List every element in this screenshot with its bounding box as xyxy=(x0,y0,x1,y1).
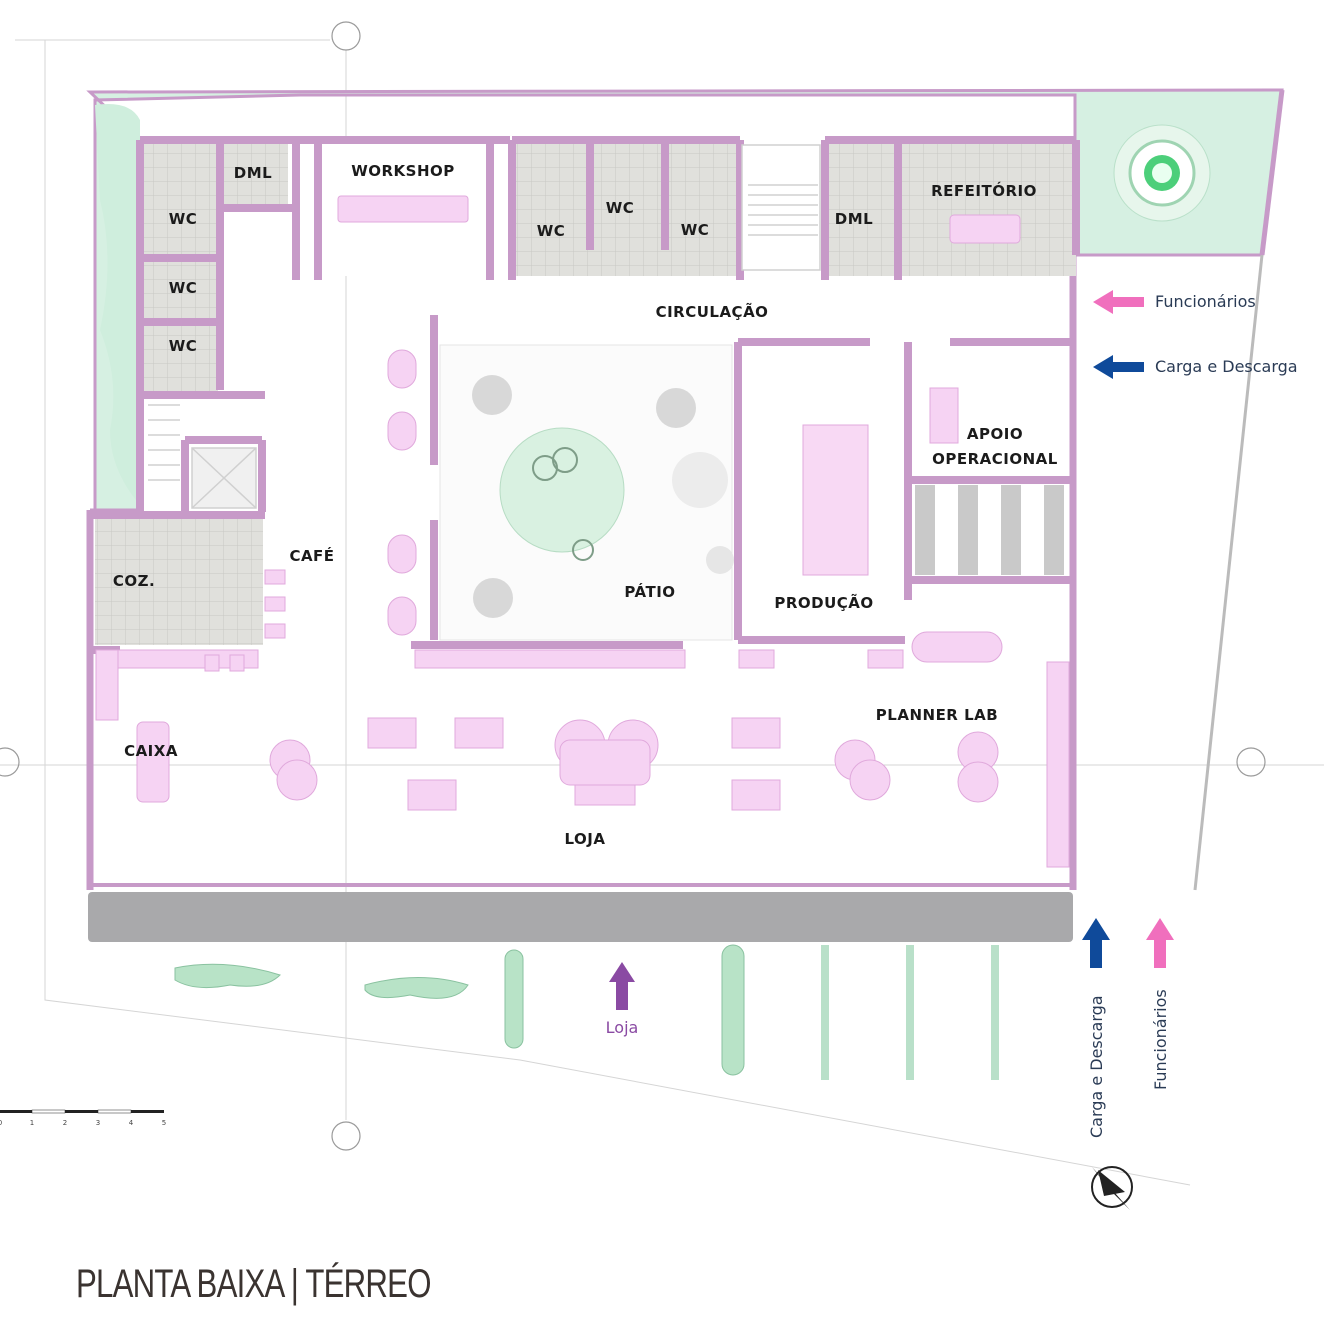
parking-lines xyxy=(821,945,999,1080)
legend-carga-label: Carga e Descarga xyxy=(1155,357,1298,376)
interior-walls xyxy=(90,136,1080,887)
label-loja: LOJA xyxy=(565,830,606,848)
scale-tick: 0 xyxy=(0,1119,2,1127)
exterior-walls xyxy=(86,89,1285,891)
entrance-carga: Carga e Descarga xyxy=(1082,918,1110,1138)
planter-circle xyxy=(1113,124,1211,222)
scale-tick: 3 xyxy=(96,1119,100,1127)
arrow-up-icon xyxy=(1146,918,1174,968)
entrance-loja: Loja xyxy=(606,962,639,1037)
scale-tick: 5 xyxy=(162,1119,166,1127)
sidewalk xyxy=(88,892,1073,942)
entrance-carga-label: Carga e Descarga xyxy=(1087,995,1106,1138)
entrance-funcionarios: Funcionários xyxy=(1146,918,1174,1090)
arrow-up-icon xyxy=(1082,918,1110,968)
scale-tick: 1 xyxy=(30,1119,34,1127)
label-circulacao: CIRCULAÇÃO xyxy=(656,302,769,321)
label-refeitorio: REFEITÓRIO xyxy=(931,181,1037,200)
furniture xyxy=(95,195,1070,868)
label-apoio: APOIO xyxy=(967,425,1023,443)
label-caixa: CAIXA xyxy=(124,742,178,760)
label-wc: WC xyxy=(681,221,710,239)
lockers xyxy=(915,485,1064,575)
arrow-up-icon xyxy=(609,962,635,1010)
legend: Funcionários Carga e Descarga xyxy=(1093,290,1298,379)
scale-tick: 2 xyxy=(63,1119,67,1127)
entrance-loja-label: Loja xyxy=(606,1018,639,1037)
label-cafe: CAFÉ xyxy=(289,546,334,565)
grid-markers xyxy=(0,21,1266,1151)
legend-funcionarios: Funcionários xyxy=(1093,290,1256,314)
stairs xyxy=(148,144,821,509)
label-coz: COZ. xyxy=(113,572,155,590)
room-labels: DML WORKSHOP WC WC WC WC WC WC DML REFEI… xyxy=(113,162,1058,848)
label-wc: WC xyxy=(169,210,198,228)
label-wc: WC xyxy=(169,337,198,355)
scale-tick: 4 xyxy=(129,1119,134,1127)
label-dml-right: DML xyxy=(835,210,873,228)
north-arrow-icon xyxy=(1091,1166,1133,1210)
legend-funcionarios-label: Funcionários xyxy=(1155,292,1256,311)
label-dml-left: DML xyxy=(234,164,272,182)
patio-garden xyxy=(439,344,734,641)
label-planner-lab: PLANNER LAB xyxy=(876,706,998,724)
legend-carga-descarga: Carga e Descarga xyxy=(1093,355,1298,379)
entrance-funcionarios-label: Funcionários xyxy=(1151,989,1170,1090)
label-workshop: WORKSHOP xyxy=(351,162,455,180)
label-wc: WC xyxy=(169,279,198,297)
label-wc: WC xyxy=(606,199,635,217)
label-patio: PÁTIO xyxy=(624,582,675,601)
label-producao: PRODUÇÃO xyxy=(774,593,873,612)
scale-bar: 0 1 2 3 4 5 xyxy=(0,1109,166,1127)
arrow-left-icon xyxy=(1093,355,1144,379)
label-operacional: OPERACIONAL xyxy=(932,450,1058,468)
front-planters xyxy=(174,944,745,1076)
label-wc: WC xyxy=(537,222,566,240)
arrow-left-icon xyxy=(1093,290,1144,314)
sheet-title: PLANTA BAIXA | TÉRREO xyxy=(76,1262,431,1306)
